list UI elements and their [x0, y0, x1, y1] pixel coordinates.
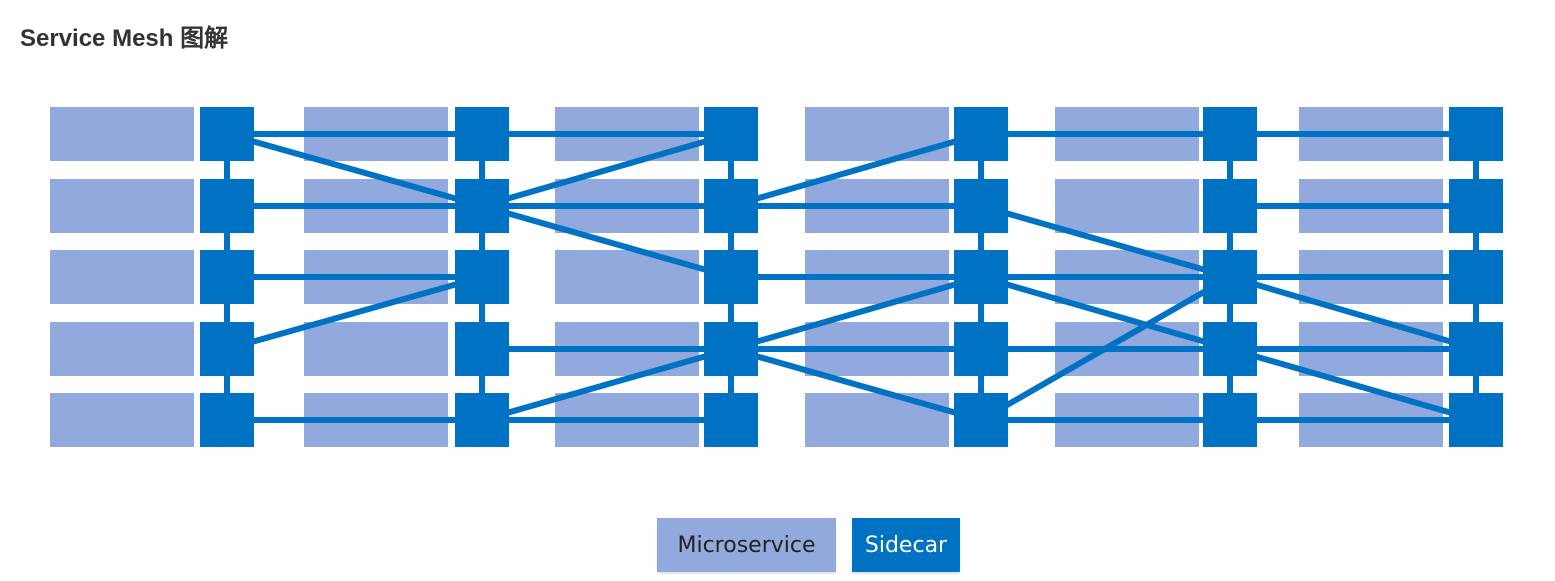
mesh-connection	[978, 203, 1233, 280]
sidecar-box	[200, 179, 254, 233]
mesh-connection	[978, 274, 1233, 352]
mesh-connection	[1227, 346, 1479, 423]
sidecars-layer	[200, 107, 1503, 447]
sidecar-box	[200, 107, 254, 161]
mesh-connection	[479, 131, 734, 209]
page-title: Service Mesh 图解	[20, 25, 229, 52]
sidecar-box	[954, 179, 1008, 233]
microservice-box	[50, 393, 194, 447]
sidecar-box	[455, 107, 509, 161]
legend-microservice: Microservice	[657, 518, 836, 572]
mesh-connection	[728, 274, 984, 352]
sidecar-box	[455, 393, 509, 447]
legend-microservice-label: Microservice	[677, 532, 816, 558]
microservice-box	[50, 250, 194, 304]
sidecar-box	[954, 107, 1008, 161]
sidecar-box	[1203, 107, 1257, 161]
mesh-connection	[479, 203, 734, 280]
microservice-box	[805, 107, 949, 161]
mesh-connection	[479, 346, 734, 423]
service-mesh-diagram	[50, 107, 1503, 447]
sidecar-box	[455, 322, 509, 376]
mesh-connection	[224, 274, 485, 352]
sidecar-box	[704, 250, 758, 304]
connections-layer	[224, 131, 1479, 423]
sidecar-box	[704, 107, 758, 161]
microservice-box	[50, 322, 194, 376]
microservice-box	[805, 393, 949, 447]
legend-sidecar-label: Sidecar	[864, 532, 948, 558]
microservice-box	[555, 250, 699, 304]
sidecar-box	[200, 393, 254, 447]
sidecar-box	[954, 322, 1008, 376]
sidecar-box	[1203, 179, 1257, 233]
sidecar-box	[704, 393, 758, 447]
sidecar-box	[704, 322, 758, 376]
sidecar-box	[200, 322, 254, 376]
sidecar-box	[1449, 393, 1503, 447]
mesh-connection	[728, 131, 984, 209]
sidecar-box	[1203, 322, 1257, 376]
sidecar-box	[455, 179, 509, 233]
sidecar-box	[1449, 322, 1503, 376]
sidecar-box	[455, 250, 509, 304]
sidecar-box	[1449, 179, 1503, 233]
mesh-connection	[728, 346, 984, 423]
sidecar-box	[1449, 250, 1503, 304]
legend: Microservice Sidecar	[0, 518, 1555, 574]
microservice-box	[1055, 179, 1199, 233]
microservice-box	[50, 179, 194, 233]
sidecar-box	[954, 250, 1008, 304]
sidecar-box	[200, 250, 254, 304]
sidecar-box	[704, 179, 758, 233]
mesh-connection	[1227, 274, 1479, 352]
mesh-connection	[224, 131, 485, 209]
legend-sidecar: Sidecar	[852, 518, 960, 572]
sidecar-box	[954, 393, 1008, 447]
sidecar-box	[1203, 393, 1257, 447]
mesh-connection	[978, 274, 1233, 423]
sidecar-box	[1449, 107, 1503, 161]
sidecar-box	[1203, 250, 1257, 304]
microservice-box	[304, 322, 448, 376]
microservice-box	[50, 107, 194, 161]
